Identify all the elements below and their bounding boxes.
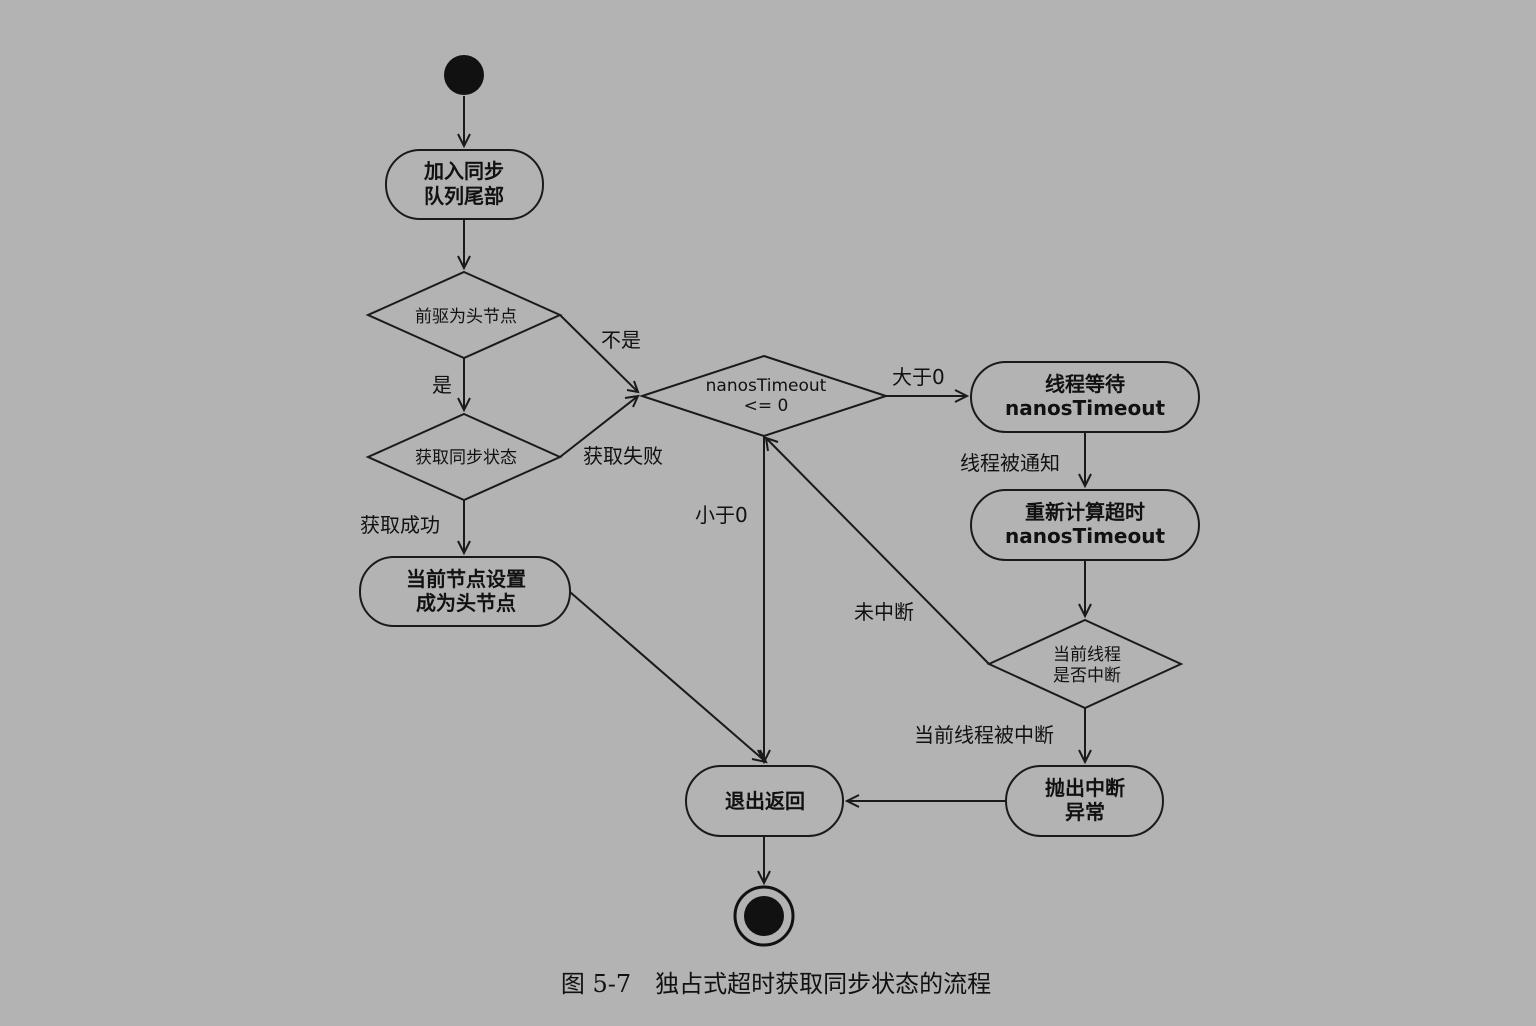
- decision-acquire-state-label: 获取同步状态: [415, 448, 517, 468]
- decision-timeout-check-line1: nanosTimeout: [706, 376, 827, 396]
- node-set-head-line1: 当前节点设置: [406, 567, 526, 591]
- decision-pred-is-head-label: 前驱为头节点: [415, 307, 517, 327]
- end-node: [733, 885, 795, 947]
- node-exit-return-label: 退出返回: [725, 789, 805, 813]
- node-join-queue-line2: 队列尾部: [424, 184, 504, 208]
- edge-label-acquire-success: 获取成功: [360, 513, 440, 537]
- node-recalc-timeout-line1: 重新计算超时: [1025, 500, 1145, 524]
- edge-label-interrupted: 当前线程被中断: [914, 723, 1054, 747]
- node-recalc-timeout-line2: nanosTimeout: [1005, 524, 1165, 548]
- node-thread-wait-line2: nanosTimeout: [1005, 396, 1165, 420]
- edge-label-not: 不是: [601, 328, 641, 352]
- decision-timeout-check: nanosTimeout <= 0: [638, 354, 890, 438]
- decision-interrupt-check: 当前线程 是否中断: [986, 618, 1184, 710]
- node-throw-exception: 抛出中断 异常: [1005, 765, 1164, 837]
- figure-caption: 图 5-7 独占式超时获取同步状态的流程: [561, 970, 991, 998]
- edge-label-acquire-fail: 获取失败: [583, 444, 663, 468]
- node-exit-return: 退出返回: [685, 765, 844, 837]
- edge-label-thread-notified: 线程被通知: [960, 451, 1060, 475]
- node-throw-exception-line1: 抛出中断: [1045, 776, 1125, 800]
- decision-acquire-state: 获取同步状态: [365, 412, 563, 502]
- decision-interrupt-check-line2: 是否中断: [1053, 666, 1121, 686]
- decision-pred-is-head: 前驱为头节点: [365, 270, 563, 360]
- node-join-queue: 加入同步 队列尾部: [385, 149, 544, 220]
- edge-label-less-than-zero: 小于0: [695, 503, 748, 527]
- node-recalc-timeout: 重新计算超时 nanosTimeout: [970, 489, 1200, 561]
- node-thread-wait: 线程等待 nanosTimeout: [970, 361, 1200, 433]
- decision-timeout-check-line2: <= 0: [744, 396, 789, 416]
- node-throw-exception-line2: 异常: [1065, 800, 1105, 824]
- node-set-head-line2: 成为头节点: [416, 591, 516, 615]
- decision-interrupt-check-line1: 当前线程: [1053, 645, 1121, 665]
- edge-label-not-interrupted: 未中断: [854, 600, 914, 624]
- start-node: [444, 55, 484, 95]
- connectors: [457, 96, 1092, 886]
- node-thread-wait-line1: 线程等待: [1045, 372, 1125, 396]
- node-join-queue-line1: 加入同步: [423, 159, 504, 183]
- edge-label-greater-than-zero: 大于0: [892, 365, 945, 389]
- edge-label-yes: 是: [432, 373, 452, 397]
- node-set-head: 当前节点设置 成为头节点: [359, 556, 571, 627]
